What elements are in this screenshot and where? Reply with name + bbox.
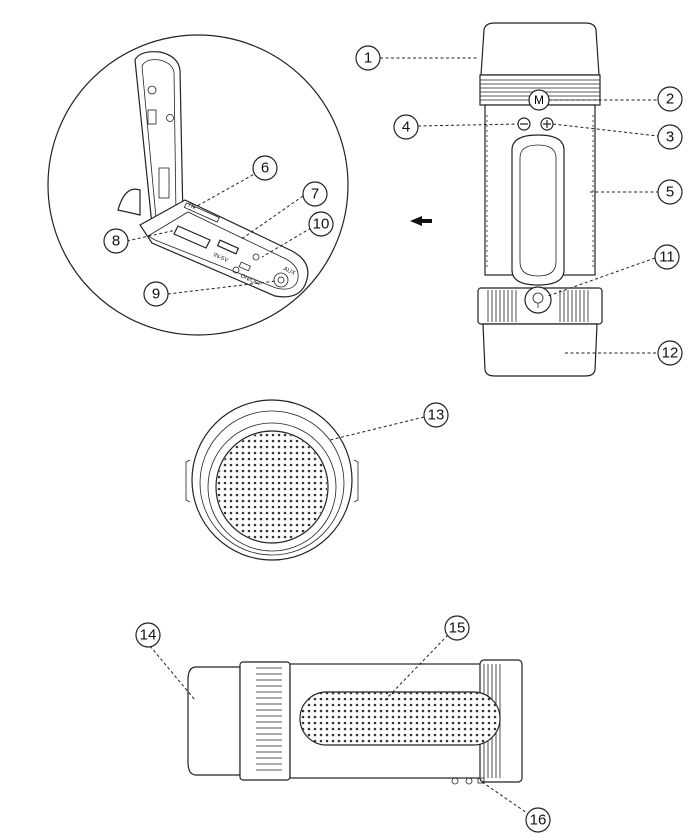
callout-4: 4 (393, 114, 419, 140)
top-cap (480, 22, 600, 76)
port-detail-view: TF IN-5V ON/OFF AUX (47, 34, 349, 336)
side-lens-cap (187, 666, 241, 776)
svg-text:11: 11 (659, 249, 675, 266)
svg-text:10: 10 (313, 216, 330, 233)
svg-text:1: 1 (364, 50, 372, 67)
reset-hole (477, 777, 485, 784)
callout-6: 6 (252, 155, 278, 181)
svg-text:2: 2 (666, 91, 674, 108)
light-button (524, 286, 552, 314)
leader-lines (126, 57, 659, 816)
flap-slot (158, 167, 170, 199)
svg-text:5: 5 (666, 184, 674, 201)
callout-2: 2 (657, 86, 683, 112)
callout-1: 1 (355, 45, 381, 71)
callout-3: 3 (657, 124, 683, 150)
callout-16: 16 (525, 807, 551, 833)
speaker-end-view (185, 399, 359, 561)
callout-7: 7 (302, 181, 328, 207)
speaker-side-view (187, 659, 523, 785)
svg-text:3: 3 (666, 129, 674, 146)
tf-card-slot (173, 225, 211, 249)
callout-12: 12 (657, 340, 683, 366)
power-switch (238, 261, 251, 272)
aux-label: AUX (282, 266, 296, 277)
callout-15: 15 (444, 615, 470, 641)
svg-text:16: 16 (530, 812, 547, 829)
svg-text:8: 8 (112, 233, 120, 250)
callout-9: 9 (143, 281, 169, 307)
svg-text:6: 6 (261, 160, 269, 177)
port-cover-flap (134, 51, 184, 226)
svg-text:7: 7 (311, 186, 319, 203)
flashlight-lens (482, 323, 598, 377)
svg-text:4: 4 (402, 119, 410, 136)
callout-13: 13 (423, 402, 449, 428)
svg-text:9: 9 (152, 286, 160, 303)
bike-mount-clip (511, 134, 565, 286)
side-grille (300, 692, 500, 745)
svg-text:12: 12 (662, 345, 679, 362)
callout-14: 14 (135, 622, 161, 648)
led-indicator (252, 253, 260, 261)
arrow-left-icon (410, 216, 432, 226)
micro-usb-port (216, 239, 240, 255)
aux-port (273, 272, 289, 288)
svg-text:13: 13 (428, 407, 445, 424)
in-5v-label: IN-5V (212, 252, 228, 264)
svg-text:15: 15 (449, 620, 466, 637)
callout-11: 11 (654, 244, 680, 270)
callout-8: 8 (103, 228, 129, 254)
svg-text:14: 14 (140, 627, 157, 644)
speaker-grille (217, 432, 327, 542)
callout-5: 5 (657, 179, 683, 205)
speaker-front-view: M (477, 22, 603, 377)
mode-button-label: M (534, 93, 544, 107)
detail-circle (47, 34, 349, 336)
tf-label: TF (186, 202, 195, 211)
callout-10: 10 (308, 211, 334, 237)
